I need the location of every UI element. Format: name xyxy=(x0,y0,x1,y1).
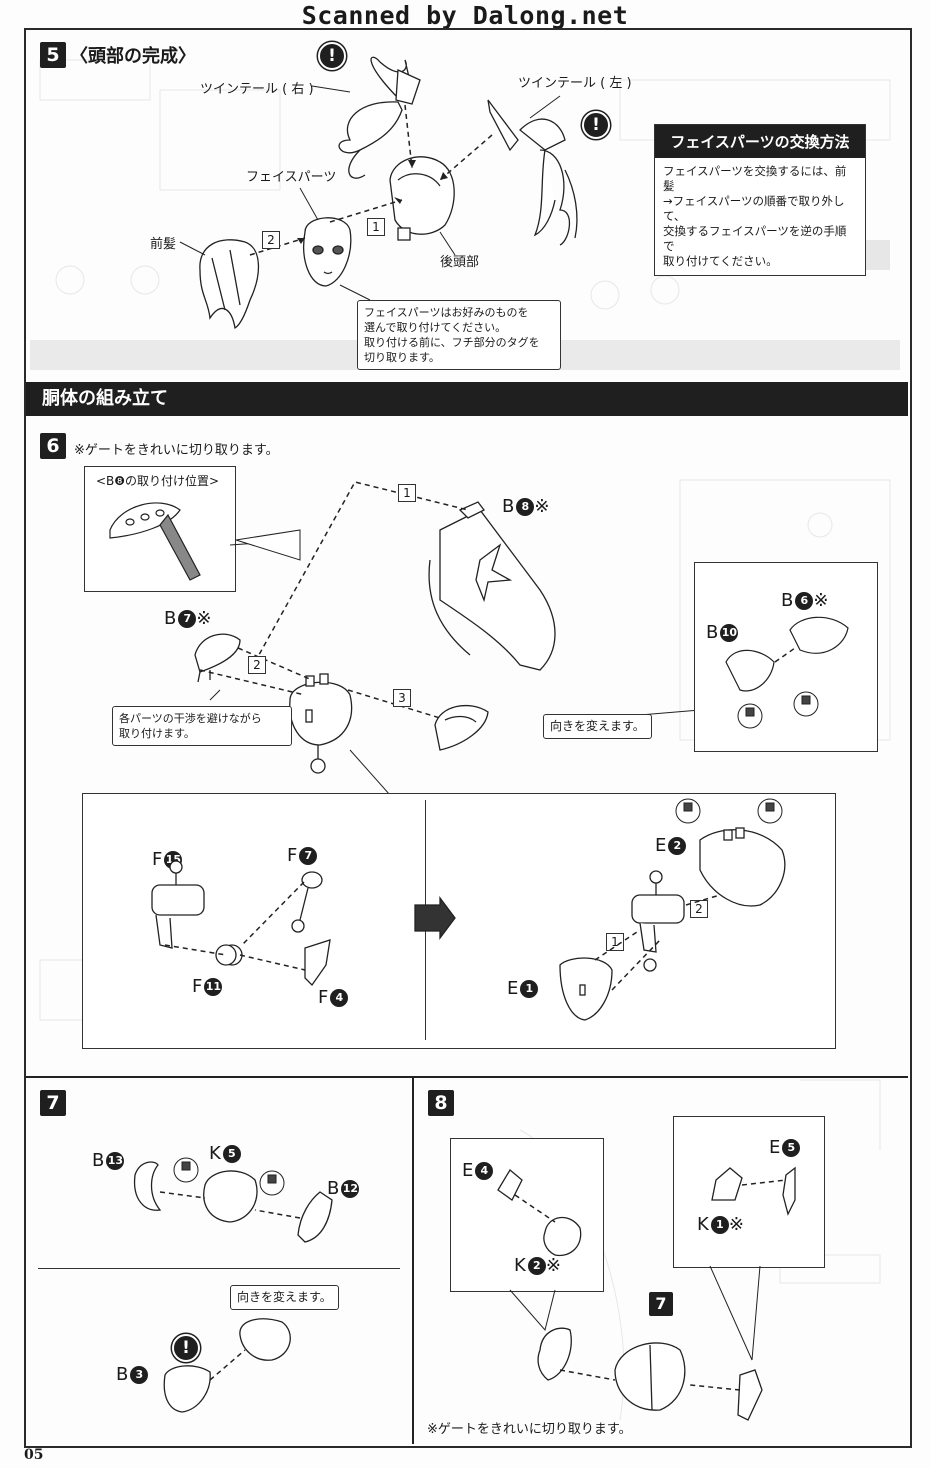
face-parts-callout: フェイスパーツはお好みのものを 選んで取り付けてください。 取り付ける前に、フチ… xyxy=(357,300,561,370)
polycap-icon xyxy=(675,798,783,824)
label-twintail-right: ツインテール ( 右 ) xyxy=(200,82,314,97)
step-7-number: 7 xyxy=(40,1090,66,1116)
face-swap-info-box: フェイスパーツの交換方法 フェイスパーツを交換するには、前髪 →フェイスパーツの… xyxy=(654,124,866,276)
polycap-icon xyxy=(737,691,819,729)
scanner-watermark: Scanned by Dalong.net xyxy=(301,1,629,30)
steps-7-8-top-rule xyxy=(26,1076,908,1078)
label-twintail-left: ツインテール ( 左 ) xyxy=(518,76,632,91)
sequence-marker: 1 xyxy=(606,933,624,951)
section-body-assembly-header: 胴体の組み立て xyxy=(26,382,908,416)
step-6-number: 6 xyxy=(40,433,66,459)
sequence-marker: 3 xyxy=(393,689,411,707)
b8-cape-part xyxy=(428,501,556,671)
torso-core-part xyxy=(289,673,353,774)
warning-icon: ! xyxy=(172,1334,200,1362)
e4-k2-inset xyxy=(450,1138,604,1292)
e5-k1-inset xyxy=(673,1116,825,1268)
twintail-right-part xyxy=(338,56,421,179)
turn-around-callout: 向きを変えます。 xyxy=(543,714,652,739)
step-5-number: 5 xyxy=(40,42,66,68)
step-8-number: 8 xyxy=(428,1090,454,1116)
sequence-marker: 2 xyxy=(248,656,266,674)
step-7-divider xyxy=(38,1268,400,1269)
avoid-interference-callout: 各パーツの干渉を避けながら 取り付けます。 xyxy=(112,706,292,746)
label-front-hair: 前髪 xyxy=(150,237,177,252)
steps-7-8-divider xyxy=(412,1076,414,1444)
face-part xyxy=(303,217,352,287)
sequence-marker: 1 xyxy=(398,484,416,502)
sequence-marker: 2 xyxy=(262,231,280,249)
back-head-part xyxy=(389,156,455,241)
front-hair-part xyxy=(199,239,260,330)
page-frame xyxy=(24,28,912,1448)
sequence-marker: 1 xyxy=(367,218,385,236)
turn-around-callout: 向きを変えます。 xyxy=(230,1285,339,1310)
label-face-parts: フェイスパーツ xyxy=(246,170,337,185)
step-6-gate-note: ※ゲートをきれいに切り取ります。 xyxy=(74,443,279,458)
polycap-icon xyxy=(173,1157,285,1196)
b7-part xyxy=(194,633,241,683)
step-7-reference: 7 xyxy=(649,1292,673,1316)
b8-position-inset xyxy=(84,466,236,592)
step-5-title: 〈頭部の完成〉 xyxy=(70,46,196,67)
chest-front-part xyxy=(434,704,489,751)
face-swap-info-title: フェイスパーツの交換方法 xyxy=(655,125,865,158)
twintail-left-part xyxy=(487,99,578,246)
b8-position-inset-title: <B❽の取り付け位置> xyxy=(96,474,220,488)
label-back-head: 後頭部 xyxy=(440,255,480,270)
page-number: 05 xyxy=(24,1447,44,1463)
b6-b10-inset xyxy=(694,562,878,752)
step-8-gate-note: ※ゲートをきれいに切り取ります。 xyxy=(427,1422,632,1437)
warning-icon: ! xyxy=(582,111,610,139)
face-swap-info-body: フェイスパーツを交換するには、前髪 →フェイスパーツの順番で取り外して、 交換す… xyxy=(663,164,847,268)
warning-icon: ! xyxy=(318,42,346,70)
